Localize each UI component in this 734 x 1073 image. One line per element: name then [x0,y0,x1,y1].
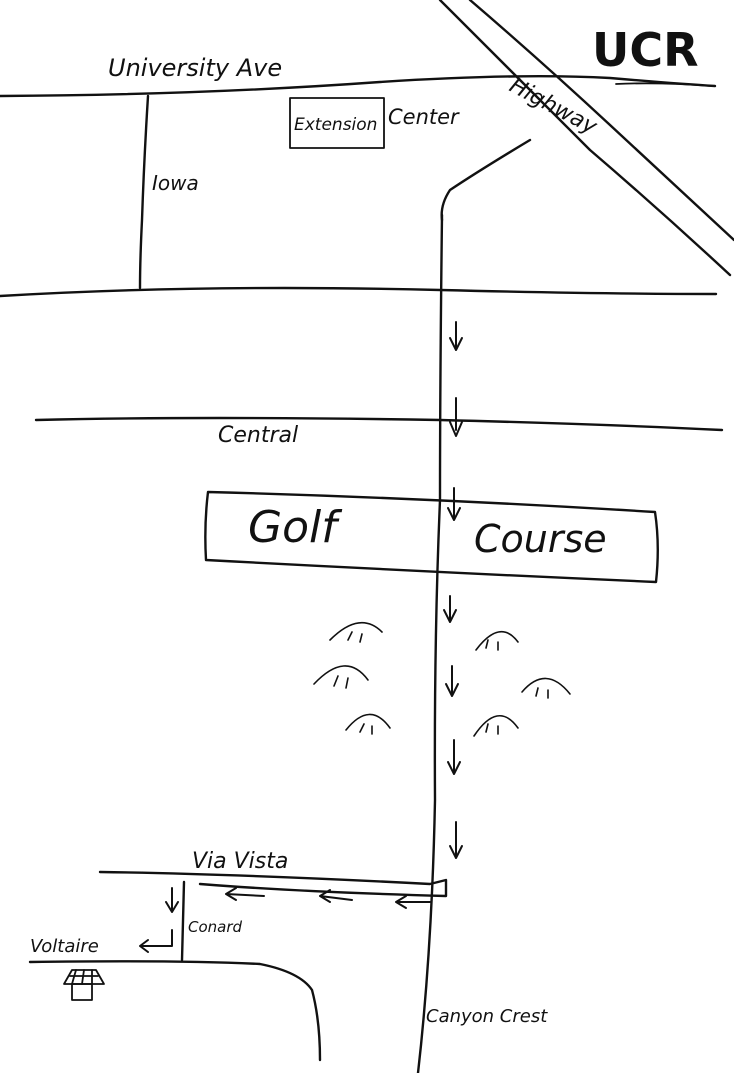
course-label: Course [474,517,607,561]
hill-icon [345,713,391,735]
canyon-crest-road [416,213,444,1073]
golf-course-area [204,490,659,584]
iowa-label: Iowa [152,171,199,195]
voltaire-road [28,960,322,1062]
down-arrow-icon [449,397,463,437]
down-arrow-icon [449,821,463,859]
central-road [34,416,724,432]
hill-icon [521,677,571,699]
via-vista-label: Via Vista [192,849,288,874]
down-arrow-icon [449,321,463,351]
conard-road [180,880,186,962]
hill-icon [329,621,383,643]
ucr-label: UCR [592,23,699,77]
voltaire-label: Voltaire [30,936,99,957]
down-arrow-icon [443,595,457,623]
cross-street-road [0,286,718,298]
house-icon [63,969,105,1001]
down-arrow-icon [165,887,179,913]
down-arrow-icon [447,487,461,521]
iowa-road [138,94,150,290]
left-arrow-icon [225,887,265,901]
university-ave-road [0,75,717,98]
university-ave-label: University Ave [108,54,282,82]
via-vista-road [98,870,448,898]
highway-label: Highway [505,73,602,140]
highway-edge-1 [438,0,732,277]
down-arrow-icon [445,665,459,697]
left-arrow-icon [319,889,353,903]
hill-icon [475,631,519,651]
center-label: Center [388,105,460,129]
central-label: Central [218,423,298,448]
extension-label: Extension [294,115,377,135]
down-arrow-icon [447,739,461,775]
golf-label: Golf [248,502,343,553]
highway-edge-2 [468,0,734,242]
hill-icon [313,665,369,689]
extension-building [289,97,385,149]
left-arrow-icon [395,895,431,909]
ramp-road [440,138,532,222]
conard-label: Conard [188,918,243,936]
canyon-crest-label: Canyon Crest [426,1006,548,1027]
hill-icon [473,714,519,737]
left-arrow-icon [139,929,173,953]
